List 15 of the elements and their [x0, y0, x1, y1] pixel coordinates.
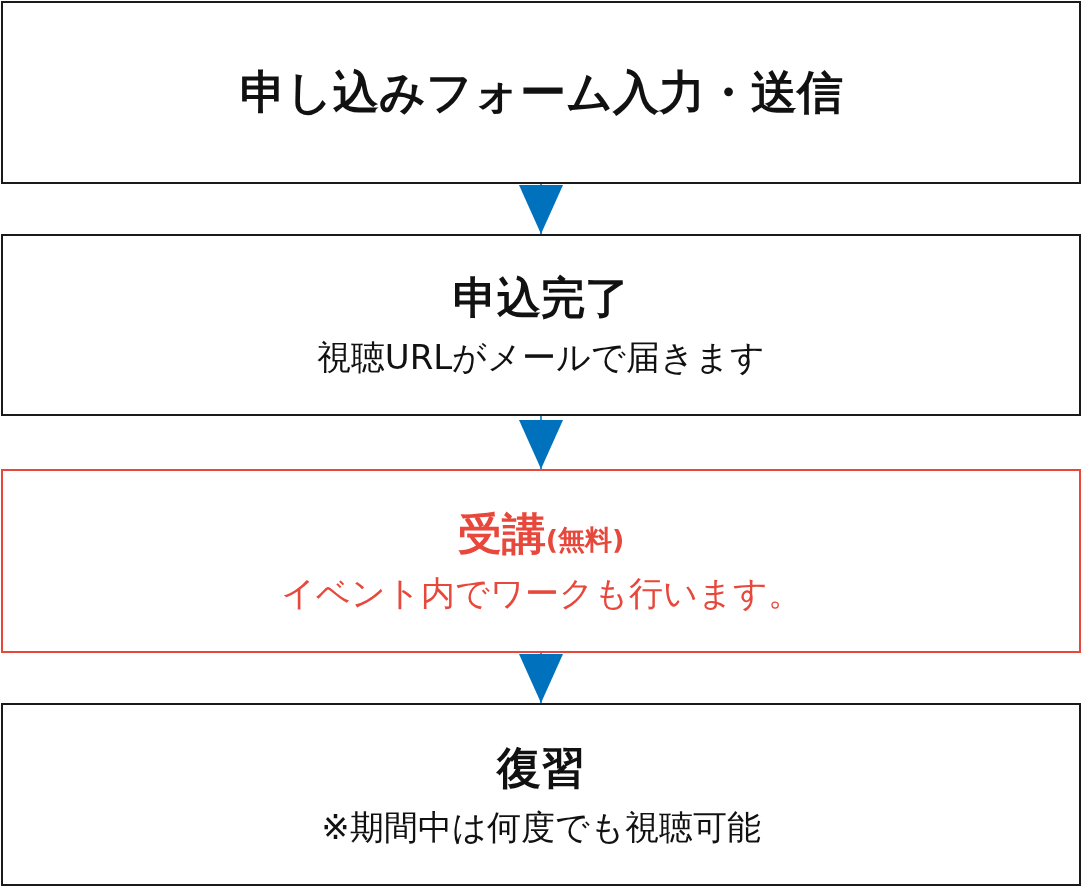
- step-title: 申込完了: [453, 272, 629, 325]
- arrow: [519, 652, 563, 704]
- price-note: (無料): [545, 524, 625, 557]
- arrow: [519, 415, 563, 470]
- step-title: 復習: [497, 741, 585, 795]
- step-note: イベント内でワークも行います。: [280, 573, 802, 614]
- step-title: 受講: [457, 508, 546, 561]
- process-box: [1, 1, 1081, 184]
- arrow: [519, 183, 563, 235]
- process-box: [1, 469, 1081, 653]
- step-note: ※期間中は何度でも視聴可能: [321, 806, 761, 848]
- process-box: [1, 234, 1081, 416]
- step-title: 申し込みフォーム入力・送信: [239, 64, 843, 121]
- step-note: 視聴URLがメールで届きます: [316, 337, 766, 378]
- process-box: [1, 703, 1081, 886]
